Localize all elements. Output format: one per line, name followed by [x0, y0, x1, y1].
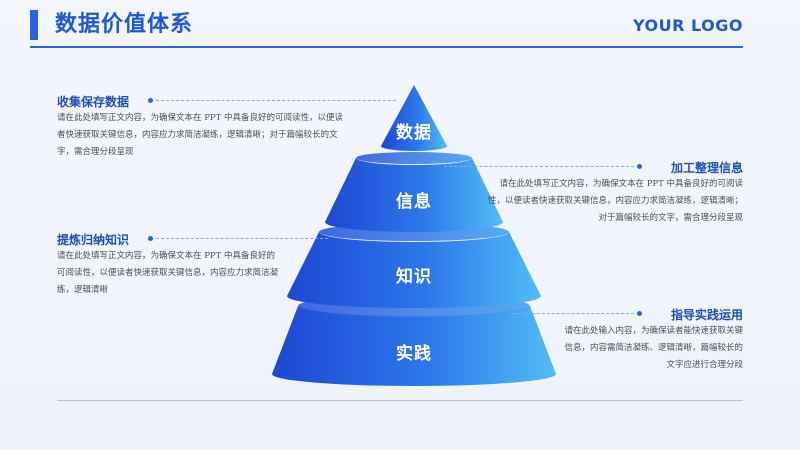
connector-dot	[637, 164, 642, 169]
connector-line	[156, 100, 396, 101]
item-text-apply: 请在此处输入内容，为确保读者能快速获取关键信息，内容需简洁凝练、逻辑清晰，篇幅较…	[564, 326, 743, 370]
pyramid-tier-1	[381, 85, 447, 151]
tier-label-practice: 实践	[396, 344, 432, 364]
connector-dot	[637, 311, 642, 316]
pyramid-tier-2	[325, 158, 503, 232]
page-title: 数据价值体系	[55, 12, 194, 37]
item-text-refine: 请在此处填写正文内容，为确保文本在 PPT 中具备良好的可阅读性，以便读者快速获…	[57, 251, 279, 295]
tier-label-knowledge: 知识	[396, 267, 432, 287]
item-title-process: 加工整理信息	[670, 161, 743, 175]
footer-divider	[57, 400, 743, 401]
header-divider	[30, 46, 743, 48]
tier-label-information: 信息	[396, 192, 432, 212]
connector-line	[512, 313, 634, 314]
item-title-collect: 收集保存数据	[57, 95, 130, 109]
tier-label-data: 数据	[396, 123, 432, 143]
item-text-process: 请在此处填写正文内容，为确保文本在 PPT 中具备良好的可阅读性，以便读者快速获…	[487, 179, 743, 223]
logo: YOUR LOGO	[633, 16, 743, 35]
connector-line	[444, 166, 634, 167]
connector-line	[156, 238, 328, 239]
pyramid-tier-3	[287, 232, 541, 308]
item-title-refine: 提炼归纳知识	[57, 233, 130, 247]
connector-dot	[148, 236, 153, 241]
item-text-collect: 请在此处填写正文内容，为确保文本在 PPT 中具备良好的可阅读性，以便读者快速获…	[57, 113, 344, 157]
pyramid-tier-2-top	[356, 152, 472, 164]
item-title-apply: 指导实践运用	[670, 308, 743, 322]
title-accent-bar	[30, 10, 38, 40]
pyramid-tier-4	[272, 306, 556, 386]
connector-dot	[148, 98, 153, 103]
